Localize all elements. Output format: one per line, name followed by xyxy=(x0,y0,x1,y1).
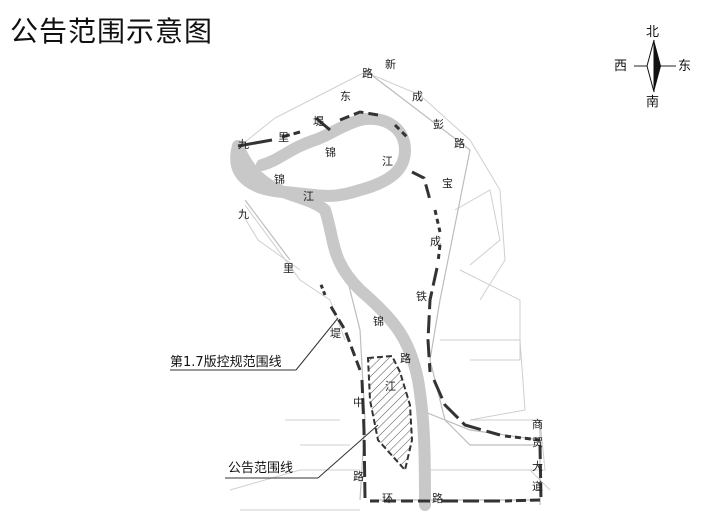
road-char: 环 xyxy=(382,492,393,505)
road-char: 路 xyxy=(454,137,465,150)
road-char: 路 xyxy=(353,470,364,483)
road-char: 江 xyxy=(303,190,314,203)
road-char: 路 xyxy=(432,492,443,505)
map-title: 公告范围示意图 xyxy=(10,15,214,48)
legend-control-label: 第1.7版控规范围线 xyxy=(170,355,282,370)
road-char: 九 xyxy=(238,208,249,221)
compass-south-label: 南 xyxy=(646,94,659,110)
road-char: 里 xyxy=(283,262,294,275)
road-char: 路 xyxy=(400,352,411,365)
notice-area xyxy=(366,354,414,473)
street-grid xyxy=(229,71,551,511)
road-char: 成 xyxy=(430,235,441,248)
legend-control: 第1.7版控规范围线 xyxy=(170,317,339,371)
road-char: 铁 xyxy=(416,290,427,303)
river-loop xyxy=(230,112,412,202)
road-char: 锦 xyxy=(325,145,336,159)
road-char: 堤 xyxy=(313,115,324,128)
legend-notice-label: 公告范围线 xyxy=(228,461,293,476)
compass-needle-icon xyxy=(654,40,661,92)
compass-east-label: 东 xyxy=(678,59,691,74)
road-char: 商 xyxy=(532,417,543,431)
road-char: 大 xyxy=(532,459,543,473)
road-char: 新 xyxy=(385,57,396,71)
road-char: 中 xyxy=(353,396,364,409)
compass-west-label: 西 xyxy=(614,59,627,74)
road-char: 贸 xyxy=(532,436,543,449)
compass: 北 南 西 东 xyxy=(614,25,691,110)
compass-needle-outline-icon xyxy=(646,39,655,93)
road-char: 锦 xyxy=(274,172,285,186)
road-char: 锦 xyxy=(373,314,384,328)
road-char: 堤 xyxy=(330,327,341,340)
road-char: 里 xyxy=(278,131,289,144)
road-char: 彭 xyxy=(433,117,444,131)
legend-notice: 公告范围线 xyxy=(225,424,379,479)
compass-north-label: 北 xyxy=(646,25,659,40)
road-char: 道 xyxy=(532,479,543,493)
road-char: 宝 xyxy=(442,176,453,190)
road-char: 江 xyxy=(382,155,393,168)
road-char: 路 xyxy=(362,67,373,80)
road-labels: 新 成 路 东 彭 路 宝 成 铁 九 里 堤 九 里 堤 锦 江 锦 江 锦 … xyxy=(238,57,543,505)
road-char: 东 xyxy=(340,90,351,103)
road-char: 成 xyxy=(412,90,423,103)
road-char: 江 xyxy=(385,380,396,393)
control-plan-boundary xyxy=(237,110,543,503)
road-char: 九 xyxy=(238,138,249,151)
